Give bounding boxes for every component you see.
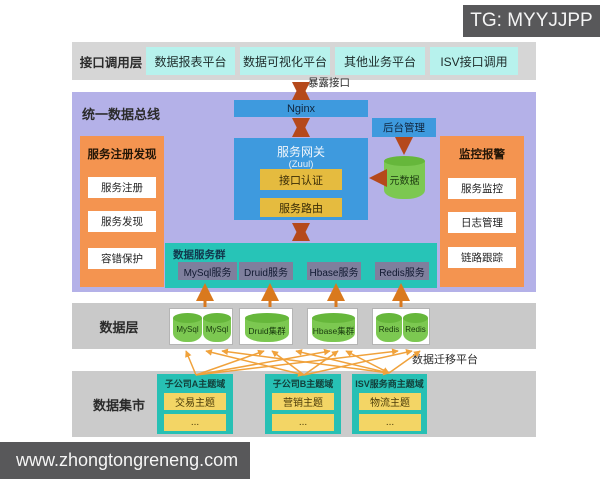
service-discovery-box: 服务发现 [88, 211, 156, 232]
service-group-label: 数据服务群 [173, 249, 226, 261]
website-watermark: www.zhongtongreneng.com [0, 442, 250, 479]
platform-box-report: 数据报表平台 [146, 47, 235, 75]
telegram-watermark: TG: MYYJJPP [463, 5, 600, 37]
api-layer-label: 接口调用层 [79, 55, 143, 70]
monitor-panel-title: 监控报警 [459, 149, 505, 161]
redis-database-icon: Redis [403, 313, 428, 342]
log-management-box: 日志管理 [448, 212, 516, 233]
metadata-database-icon: 元数据 [384, 156, 425, 199]
fault-tolerance-box: 容错保护 [88, 248, 156, 269]
subsidiary-b-domain: 子公司B主题域 营销主题 ... [265, 374, 341, 434]
platform-box-isv: ISV接口调用 [430, 47, 518, 75]
redis-database-icon: Redis [376, 313, 402, 342]
data-mart-layer: 数据集市 子公司A主题域 交易主题 ... 子公司B主题域 营销主题 ... I… [72, 371, 536, 437]
admin-console-box: 后台管理 [372, 118, 436, 137]
bus-layer-label: 统一数据总线 [82, 107, 161, 122]
redis-service-box: Redis服务 [375, 262, 429, 280]
isv-provider-domain: ISV服务商主题域 物流主题 ... [352, 374, 427, 434]
domain-title: 子公司B主题域 [272, 379, 334, 389]
trade-topic-box: 交易主题 [164, 393, 226, 410]
mart-layer-label: 数据集市 [92, 397, 145, 413]
mysql-service-box: MySql服务 [178, 262, 237, 280]
hbase-service-box: Hbase服务 [307, 262, 361, 280]
service-route-box: 服务路由 [260, 198, 342, 217]
data-layer-label: 数据层 [99, 319, 139, 335]
domain-title: ISV服务商主题域 [355, 379, 424, 389]
service-gateway-box: 服务网关 (Zuul) 接口认证 服务路由 [234, 138, 368, 220]
data-migration-platform-label: 数据迁移平台 [412, 354, 478, 366]
nginx-box: Nginx [234, 100, 368, 117]
platform-box-other-business: 其他业务平台 [335, 47, 425, 75]
hbase-database-icon: Hbase集群 [312, 313, 355, 342]
redis-cluster-box: Redis Redis [372, 308, 430, 345]
logistics-topic-box: 物流主题 [359, 393, 421, 410]
api-call-layer: 接口调用层 数据报表平台 数据可视化平台 其他业务平台 ISV接口调用 [72, 42, 536, 80]
druid-database-icon: Druid集群 [245, 313, 289, 342]
interface-auth-box: 接口认证 [260, 169, 342, 190]
platform-box-visualization: 数据可视化平台 [240, 47, 330, 75]
mysql-database-icon: MySql [203, 313, 231, 342]
more-topics-box: ... [359, 414, 421, 431]
service-register-box: 服务注册 [88, 177, 156, 198]
registry-panel-title: 服务注册发现 [87, 149, 157, 161]
trace-tracking-box: 链路跟踪 [448, 247, 516, 268]
gateway-subtitle: (Zuul) [288, 159, 314, 170]
marketing-topic-box: 营销主题 [272, 393, 334, 410]
mysql-cluster-box: MySql MySql [169, 308, 233, 345]
more-topics-box: ... [164, 414, 226, 431]
hbase-cluster-box: Hbase集群 [307, 308, 358, 345]
druid-cluster-box: Druid集群 [239, 308, 293, 345]
monitor-alert-panel: 监控报警 服务监控 日志管理 链路跟踪 [440, 136, 524, 287]
unified-data-bus-layer: 统一数据总线 Nginx 后台管理 服务网关 (Zuul) 接口认证 服务路由 … [72, 92, 536, 292]
domain-title: 子公司A主题域 [164, 379, 226, 389]
service-registry-panel: 服务注册发现 服务注册 服务发现 容错保护 [80, 136, 164, 287]
subsidiary-a-domain: 子公司A主题域 交易主题 ... [157, 374, 233, 434]
data-layer: 数据层 MySql MySql Druid集群 Hbase集群 Redis Re… [72, 303, 536, 349]
druid-service-box: Druid服务 [239, 262, 293, 280]
more-topics-box: ... [272, 414, 334, 431]
service-monitor-box: 服务监控 [448, 178, 516, 199]
gateway-title: 服务网关 [276, 145, 325, 159]
data-service-group: 数据服务群 MySql服务 Druid服务 Hbase服务 Redis服务 [165, 243, 437, 288]
mysql-database-icon: MySql [173, 313, 202, 342]
expose-interface-label: 暴露接口 [308, 77, 350, 89]
